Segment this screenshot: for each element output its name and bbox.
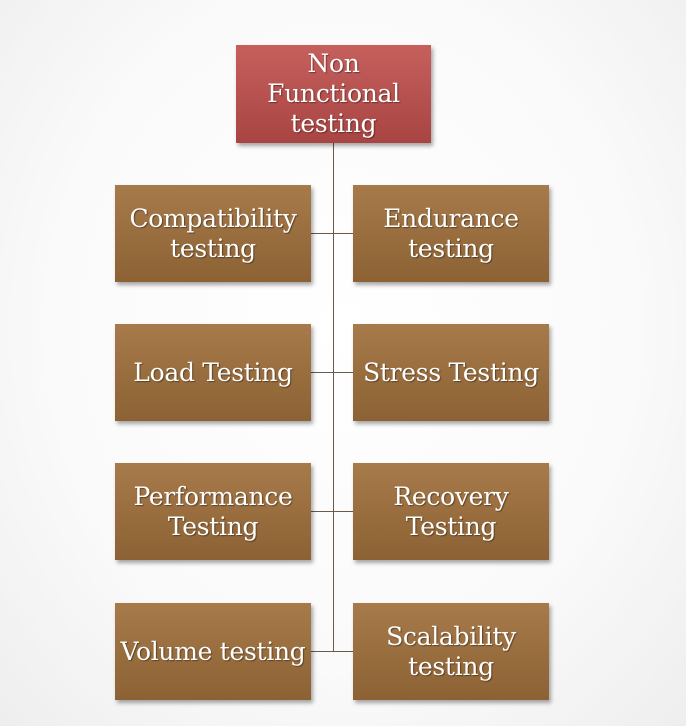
- vertical-connector: [333, 143, 334, 652]
- root-label: Non Functional testing: [267, 49, 400, 138]
- connector-row-2: [311, 372, 353, 373]
- connector-row-1: [311, 233, 353, 234]
- node-scalability-testing: Scalability testing: [353, 603, 549, 700]
- root-node: Non Functional testing: [236, 45, 431, 143]
- connector-row-3: [311, 511, 353, 512]
- node-performance-testing: Performance Testing: [115, 463, 311, 560]
- node-label: Compatibility testing: [129, 203, 297, 263]
- node-compatibility-testing: Compatibility testing: [115, 185, 311, 282]
- node-label: Volume testing: [120, 636, 306, 666]
- node-endurance-testing: Endurance testing: [353, 185, 549, 282]
- node-label: Recovery Testing: [393, 481, 509, 541]
- node-stress-testing: Stress Testing: [353, 324, 549, 421]
- node-label: Endurance testing: [383, 203, 519, 263]
- connector-row-4: [311, 651, 353, 652]
- node-label: Load Testing: [133, 357, 293, 387]
- node-label: Stress Testing: [363, 357, 539, 387]
- node-label: Scalability testing: [386, 621, 516, 681]
- node-label: Performance Testing: [133, 481, 293, 541]
- node-load-testing: Load Testing: [115, 324, 311, 421]
- node-recovery-testing: Recovery Testing: [353, 463, 549, 560]
- node-volume-testing: Volume testing: [115, 603, 311, 700]
